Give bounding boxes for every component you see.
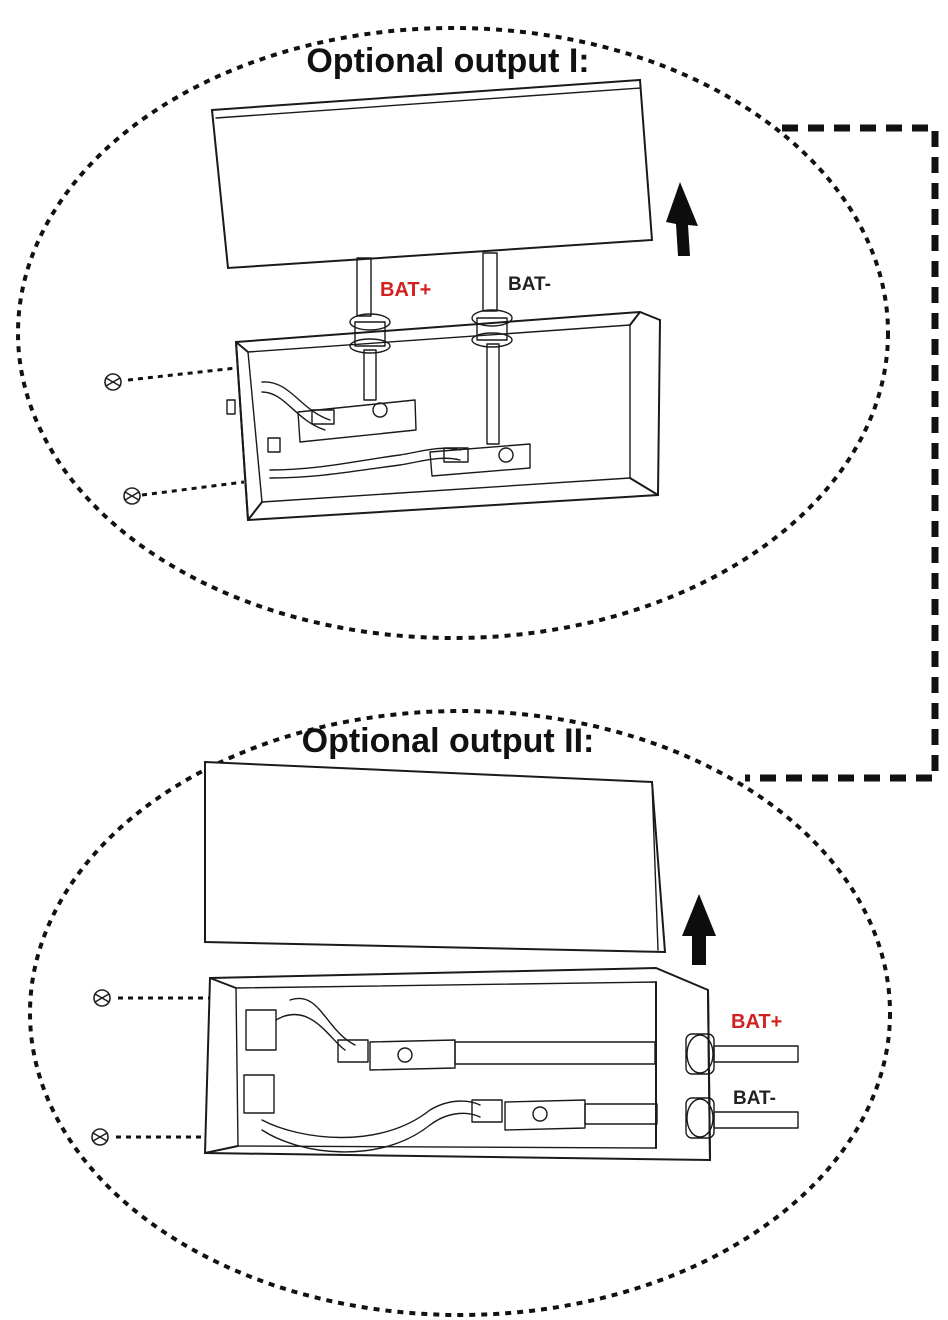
- screw-icon: [123, 487, 141, 505]
- connector-dashed-line: [745, 124, 939, 782]
- option-1-bat-plus-label: BAT+: [380, 279, 431, 301]
- option-2-bat-plus-label: BAT+: [731, 1011, 782, 1033]
- option-2-screws: [91, 989, 210, 1146]
- up-arrow-icon: [682, 894, 716, 965]
- option-2-bat-minus-label: BAT-: [733, 1088, 776, 1109]
- screw-icon: [91, 1128, 109, 1146]
- option-1-dashed-outline: [16, 26, 890, 640]
- option-2-cover-lid: [204, 760, 667, 954]
- option-2-dashed-outline: [28, 709, 892, 1317]
- option-2-open-box: [203, 966, 799, 1162]
- output-option-2: Optional output II:: [28, 709, 892, 1317]
- up-arrow-icon: [666, 182, 698, 256]
- option-1-screws: [104, 366, 245, 505]
- option-1-title: Optional output I:: [306, 42, 589, 80]
- option-1-open-box: [226, 309, 662, 522]
- output-option-1: Optional output I: BAT+ BAT-: [16, 26, 890, 640]
- screw-icon: [104, 373, 122, 391]
- option-1-cables: [356, 252, 498, 317]
- option-2-title: Optional output II:: [302, 722, 595, 760]
- screw-icon: [93, 989, 111, 1007]
- option-1-cover-lid: [210, 78, 654, 270]
- option-1-bat-minus-label: BAT-: [508, 274, 551, 295]
